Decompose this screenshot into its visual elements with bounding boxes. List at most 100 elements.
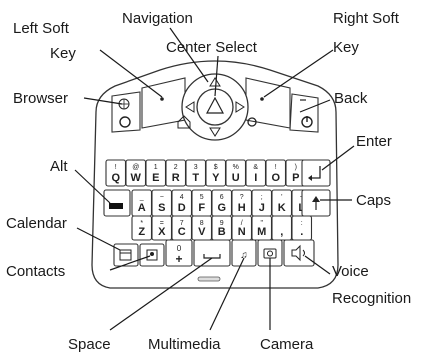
zero-plus-key[interactable]: 0 +	[165, 239, 193, 267]
key-d[interactable]: 4D	[171, 189, 193, 217]
multimedia-key[interactable]: ♫	[231, 239, 257, 267]
label-center-select: Center Select	[166, 39, 258, 56]
contacts-key[interactable]	[139, 243, 165, 267]
key-main-char: V	[198, 226, 206, 238]
key-p[interactable]: )P	[285, 159, 307, 187]
enter-key[interactable]	[301, 159, 331, 187]
key-main-char: C	[178, 226, 186, 238]
key-alt-char: 6	[220, 194, 224, 201]
space-key[interactable]	[193, 239, 231, 267]
contacts-icon	[146, 249, 158, 261]
key-x[interactable]: =X	[151, 215, 173, 241]
key-u[interactable]: %U	[225, 159, 247, 187]
key-n[interactable]: /N	[231, 215, 253, 241]
browser-key[interactable]	[111, 91, 141, 133]
alt-key[interactable]	[103, 189, 131, 217]
key-alt-char: 7	[180, 220, 184, 227]
label-voice-recognition-line2: Recognition	[332, 290, 411, 307]
calendar-key[interactable]	[113, 243, 139, 267]
calendar-icon	[119, 249, 132, 261]
hinge	[197, 276, 221, 282]
voice-recognition-key[interactable]	[283, 239, 315, 267]
key-alt-char: /	[241, 220, 243, 227]
key-main-char: E	[152, 172, 159, 184]
key-z[interactable]: *Z	[131, 215, 153, 241]
key-m[interactable]: "M	[251, 215, 273, 241]
key-alt-char: *	[140, 220, 143, 227]
clear-icon	[247, 117, 257, 127]
label-alt: Alt	[50, 158, 68, 175]
key-main-char: X	[158, 226, 166, 238]
back-key[interactable]	[289, 93, 319, 133]
key-f[interactable]: 5F	[191, 189, 213, 217]
key-main-char: M	[257, 226, 266, 238]
home-key[interactable]	[177, 115, 191, 129]
zero-key-alt: 0	[177, 244, 182, 253]
key-alt-char: )	[295, 164, 297, 171]
key-main-char: .	[300, 226, 303, 238]
key-main-char: B	[218, 226, 226, 238]
key-alt-char: 4	[180, 194, 184, 201]
key-main-char: I	[254, 172, 257, 184]
key-alt-char: 1	[154, 164, 158, 171]
key-alt-char: "	[261, 220, 264, 227]
key-main-char: ,	[280, 226, 283, 238]
key-o[interactable]: !O	[265, 159, 287, 187]
key-e[interactable]: 1E	[145, 159, 167, 187]
label-camera: Camera	[260, 336, 314, 353]
key-r[interactable]: 2R	[165, 159, 187, 187]
label-left-soft-key-line2: Key	[50, 45, 76, 62]
label-left-soft-key-line1: Left Soft	[13, 20, 70, 37]
key-i[interactable]: &I	[245, 159, 267, 187]
key-main-char: T	[192, 172, 199, 184]
label-multimedia: Multimedia	[148, 336, 221, 353]
send-icon	[119, 116, 131, 128]
key-a[interactable]: _A	[131, 189, 153, 217]
key-main-char: P	[292, 172, 299, 184]
key-main-char: A	[138, 202, 146, 214]
key-alt-char: %	[233, 164, 239, 171]
key-t[interactable]: 3T	[185, 159, 207, 187]
key-alt-char: _	[139, 194, 144, 201]
send-key[interactable]	[119, 116, 131, 128]
speaker-icon	[291, 244, 301, 262]
clear-key[interactable]	[247, 117, 257, 127]
callout-lines	[74, 27, 355, 331]
key-s[interactable]: −S	[151, 189, 173, 217]
key-period[interactable]: :.	[291, 215, 313, 241]
key-main-char: R	[172, 172, 180, 184]
label-back: Back	[334, 90, 368, 107]
key-main-char: K	[278, 202, 286, 214]
key-main-char: D	[178, 202, 186, 214]
key-v[interactable]: 8V	[191, 215, 213, 241]
key-comma[interactable]: ,	[271, 215, 293, 241]
label-navigation: Navigation	[122, 10, 193, 27]
key-c[interactable]: 7C	[171, 215, 193, 241]
label-calendar: Calendar	[6, 215, 67, 232]
key-w[interactable]: @W	[125, 159, 147, 187]
key-y[interactable]: $Y	[205, 159, 227, 187]
end-key[interactable]	[301, 116, 313, 128]
key-b[interactable]: 9B	[211, 215, 233, 241]
key-main-char: J	[259, 202, 265, 214]
key-k[interactable]: 'K	[271, 189, 293, 217]
key-main-char: O	[271, 172, 280, 184]
key-main-char: Q	[111, 172, 120, 184]
center-select-key[interactable]	[196, 88, 234, 126]
label-enter: Enter	[356, 133, 392, 150]
key-alt-char: ;	[261, 194, 263, 201]
key-g[interactable]: 6G	[211, 189, 233, 217]
key-h[interactable]: ?H	[231, 189, 253, 217]
label-contacts: Contacts	[6, 263, 65, 280]
key-main-char: F	[198, 202, 205, 214]
key-alt-char: 9	[220, 220, 224, 227]
label-caps: Caps	[356, 192, 391, 209]
key-alt-char: 3	[194, 164, 198, 171]
key-j[interactable]: ;J	[251, 189, 273, 217]
key-q[interactable]: !Q	[105, 159, 127, 187]
caps-key[interactable]	[301, 189, 331, 217]
key-alt-char: &	[253, 164, 258, 171]
